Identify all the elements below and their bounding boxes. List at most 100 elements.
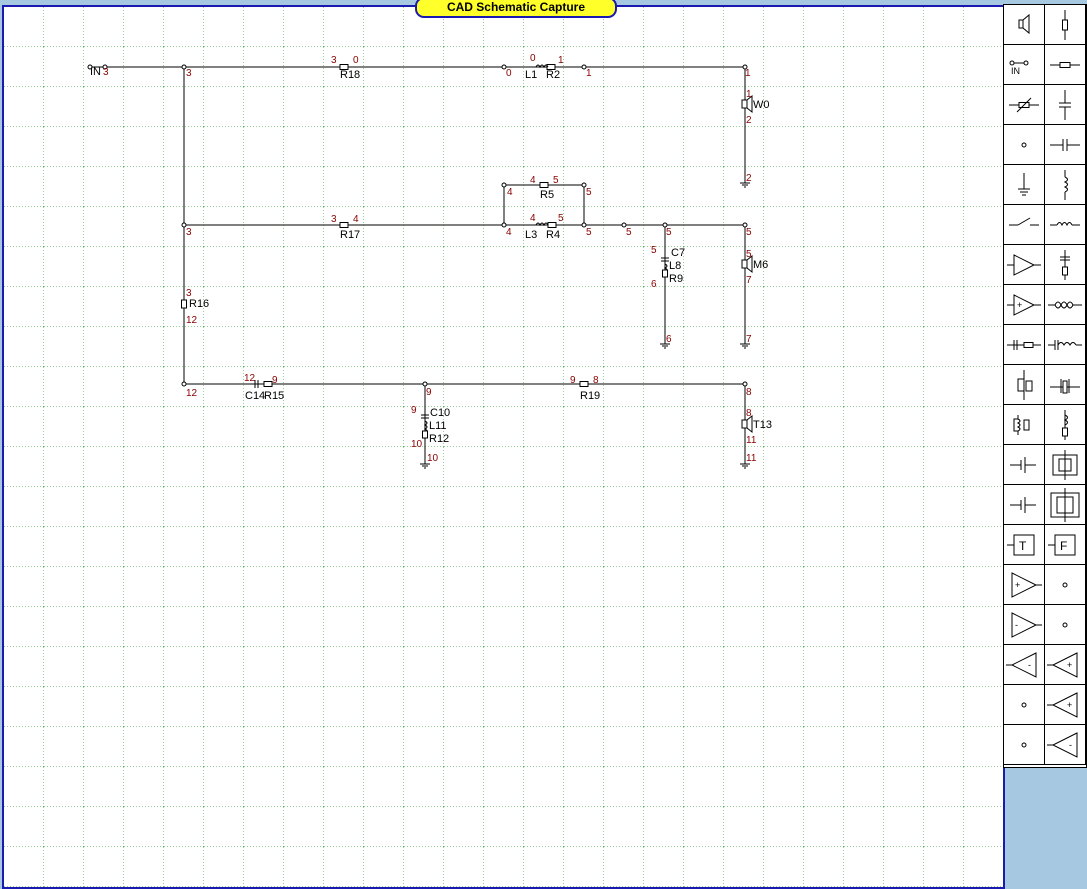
palette-button-opamp-left-plus[interactable]: +	[1045, 645, 1086, 685]
node-label: 1	[586, 68, 592, 79]
junction[interactable]	[581, 182, 587, 188]
junction[interactable]	[742, 222, 748, 228]
palette-button-f-block[interactable]: F	[1045, 525, 1086, 565]
cap-inductor-icon	[1048, 340, 1082, 350]
svg-text:-: -	[1069, 740, 1072, 750]
label-c10: C10	[430, 407, 450, 419]
palette-button-amplifier-plus[interactable]: +	[1004, 285, 1045, 325]
crystal-horizontal-icon	[1050, 379, 1080, 394]
node-label: 3	[331, 214, 337, 225]
palette-button-speaker[interactable]	[1004, 5, 1045, 45]
node-label: 3	[186, 227, 192, 238]
junction[interactable]	[742, 381, 748, 387]
inductor-l1[interactable]	[535, 64, 549, 69]
resistor-r17[interactable]	[339, 222, 349, 228]
palette-button-node-point[interactable]	[1004, 125, 1045, 165]
palette-button-resistor-vertical[interactable]	[1045, 5, 1086, 45]
input-port-icon: IN	[1009, 60, 1029, 76]
resistor-r5[interactable]	[539, 182, 549, 188]
palette-button-battery[interactable]	[1004, 445, 1045, 485]
svg-text:+: +	[1017, 300, 1022, 310]
label-r17: R17	[340, 229, 360, 241]
node-label: 12	[186, 315, 198, 326]
in-port-terminal[interactable]	[87, 64, 93, 70]
label-r5: R5	[540, 189, 554, 201]
palette-button-resonator[interactable]	[1004, 405, 1045, 445]
schematic-drawing[interactable]: IN R18 L1 R2 W0 R5 R17 L3 R4 C7 L8 R9 M6…	[4, 7, 1003, 887]
junction[interactable]	[662, 222, 668, 228]
junction[interactable]	[581, 222, 587, 228]
palette-button-t-block[interactable]: T	[1004, 525, 1045, 565]
palette-button-dc-source[interactable]	[1004, 485, 1045, 525]
node-label: 9	[272, 375, 278, 386]
resistor-r4[interactable]	[547, 222, 557, 228]
palette-button-ground[interactable]	[1004, 165, 1045, 205]
palette-button-opamp-left-c[interactable]: -	[1045, 725, 1086, 765]
palette-button-opamp-minus[interactable]: -	[1004, 605, 1045, 645]
junction[interactable]	[181, 64, 187, 70]
palette-button-capacitor-series[interactable]	[1045, 245, 1086, 285]
resistor-r2[interactable]	[546, 64, 556, 70]
palette-button-empty-slot[interactable]	[1045, 565, 1086, 605]
inductor-l3[interactable]	[535, 222, 549, 227]
palette-button-capacitor-horizontal[interactable]	[1045, 125, 1086, 165]
palette-button-empty-slot[interactable]	[1045, 605, 1086, 645]
junction[interactable]	[181, 381, 187, 387]
palette-button-crystal-vertical[interactable]	[1004, 365, 1045, 405]
palette-button-opamp-left-b[interactable]: +	[1045, 685, 1086, 725]
palette-button-empty-slot[interactable]	[1004, 725, 1045, 765]
in-port-terminal-2[interactable]	[102, 64, 108, 70]
stack-c7-l8-r9[interactable]	[661, 257, 669, 278]
resistor-r19[interactable]	[579, 381, 589, 387]
palette-button-coupled-block[interactable]	[1045, 485, 1086, 525]
junction[interactable]	[422, 381, 428, 387]
resistor-r16[interactable]	[181, 299, 187, 309]
palette-button-filter-block[interactable]	[1045, 445, 1086, 485]
component-m6[interactable]	[741, 254, 753, 274]
junction[interactable]	[181, 222, 187, 228]
opamp-left-c-icon: -	[1047, 732, 1078, 758]
junction[interactable]	[501, 182, 507, 188]
node-label: 8	[746, 387, 752, 398]
palette-button-switch[interactable]	[1004, 205, 1045, 245]
palette-button-inductor-horizontal[interactable]	[1045, 205, 1086, 245]
palette-button-opamp-plus[interactable]: +	[1004, 565, 1045, 605]
palette-button-amplifier[interactable]	[1004, 245, 1045, 285]
node-label: 11	[746, 453, 757, 464]
stack-c10-l11-r12[interactable]	[421, 414, 429, 439]
palette-button-input-port[interactable]: IN	[1004, 45, 1045, 85]
junction[interactable]	[501, 222, 507, 228]
amplifier-icon	[1007, 254, 1041, 276]
junction[interactable]	[581, 64, 587, 70]
junction[interactable]	[501, 64, 507, 70]
component-t13[interactable]	[741, 414, 753, 434]
palette-button-inductor-cap[interactable]	[1045, 405, 1086, 445]
node-label: 12	[186, 388, 198, 399]
resistor-r15[interactable]	[263, 381, 273, 387]
palette-button-transformer[interactable]	[1045, 285, 1086, 325]
ground-symbol	[740, 182, 750, 188]
palette-button-opamp-left[interactable]: -	[1004, 645, 1045, 685]
capacitor-c14[interactable]	[254, 380, 259, 388]
node-label: 3	[186, 68, 192, 79]
node-label: 10	[427, 453, 439, 464]
node-label: 11	[746, 435, 757, 446]
junction[interactable]	[621, 222, 627, 228]
speaker-w0[interactable]	[741, 94, 753, 114]
capacitor-vertical-icon	[1059, 90, 1071, 120]
resistor-r18[interactable]	[339, 64, 349, 70]
window-title: CAD Schematic Capture	[415, 0, 617, 18]
palette-button-empty-slot[interactable]	[1004, 685, 1045, 725]
palette-button-resistor-horizontal[interactable]	[1045, 45, 1086, 85]
empty-slot-icon	[1021, 702, 1027, 708]
label-r15: R15	[264, 390, 284, 402]
palette-button-cap-inductor[interactable]	[1045, 325, 1086, 365]
palette-button-cap-resistor[interactable]	[1004, 325, 1045, 365]
palette-button-capacitor-vertical[interactable]	[1045, 85, 1086, 125]
junction[interactable]	[742, 64, 748, 70]
t-block-icon: T	[1007, 534, 1035, 556]
palette-button-inductor-vertical[interactable]	[1045, 165, 1086, 205]
palette-button-crystal-horizontal[interactable]	[1045, 365, 1086, 405]
palette-button-variable-resistor[interactable]	[1004, 85, 1045, 125]
schematic-canvas[interactable]: IN R18 L1 R2 W0 R5 R17 L3 R4 C7 L8 R9 M6…	[2, 5, 1005, 889]
